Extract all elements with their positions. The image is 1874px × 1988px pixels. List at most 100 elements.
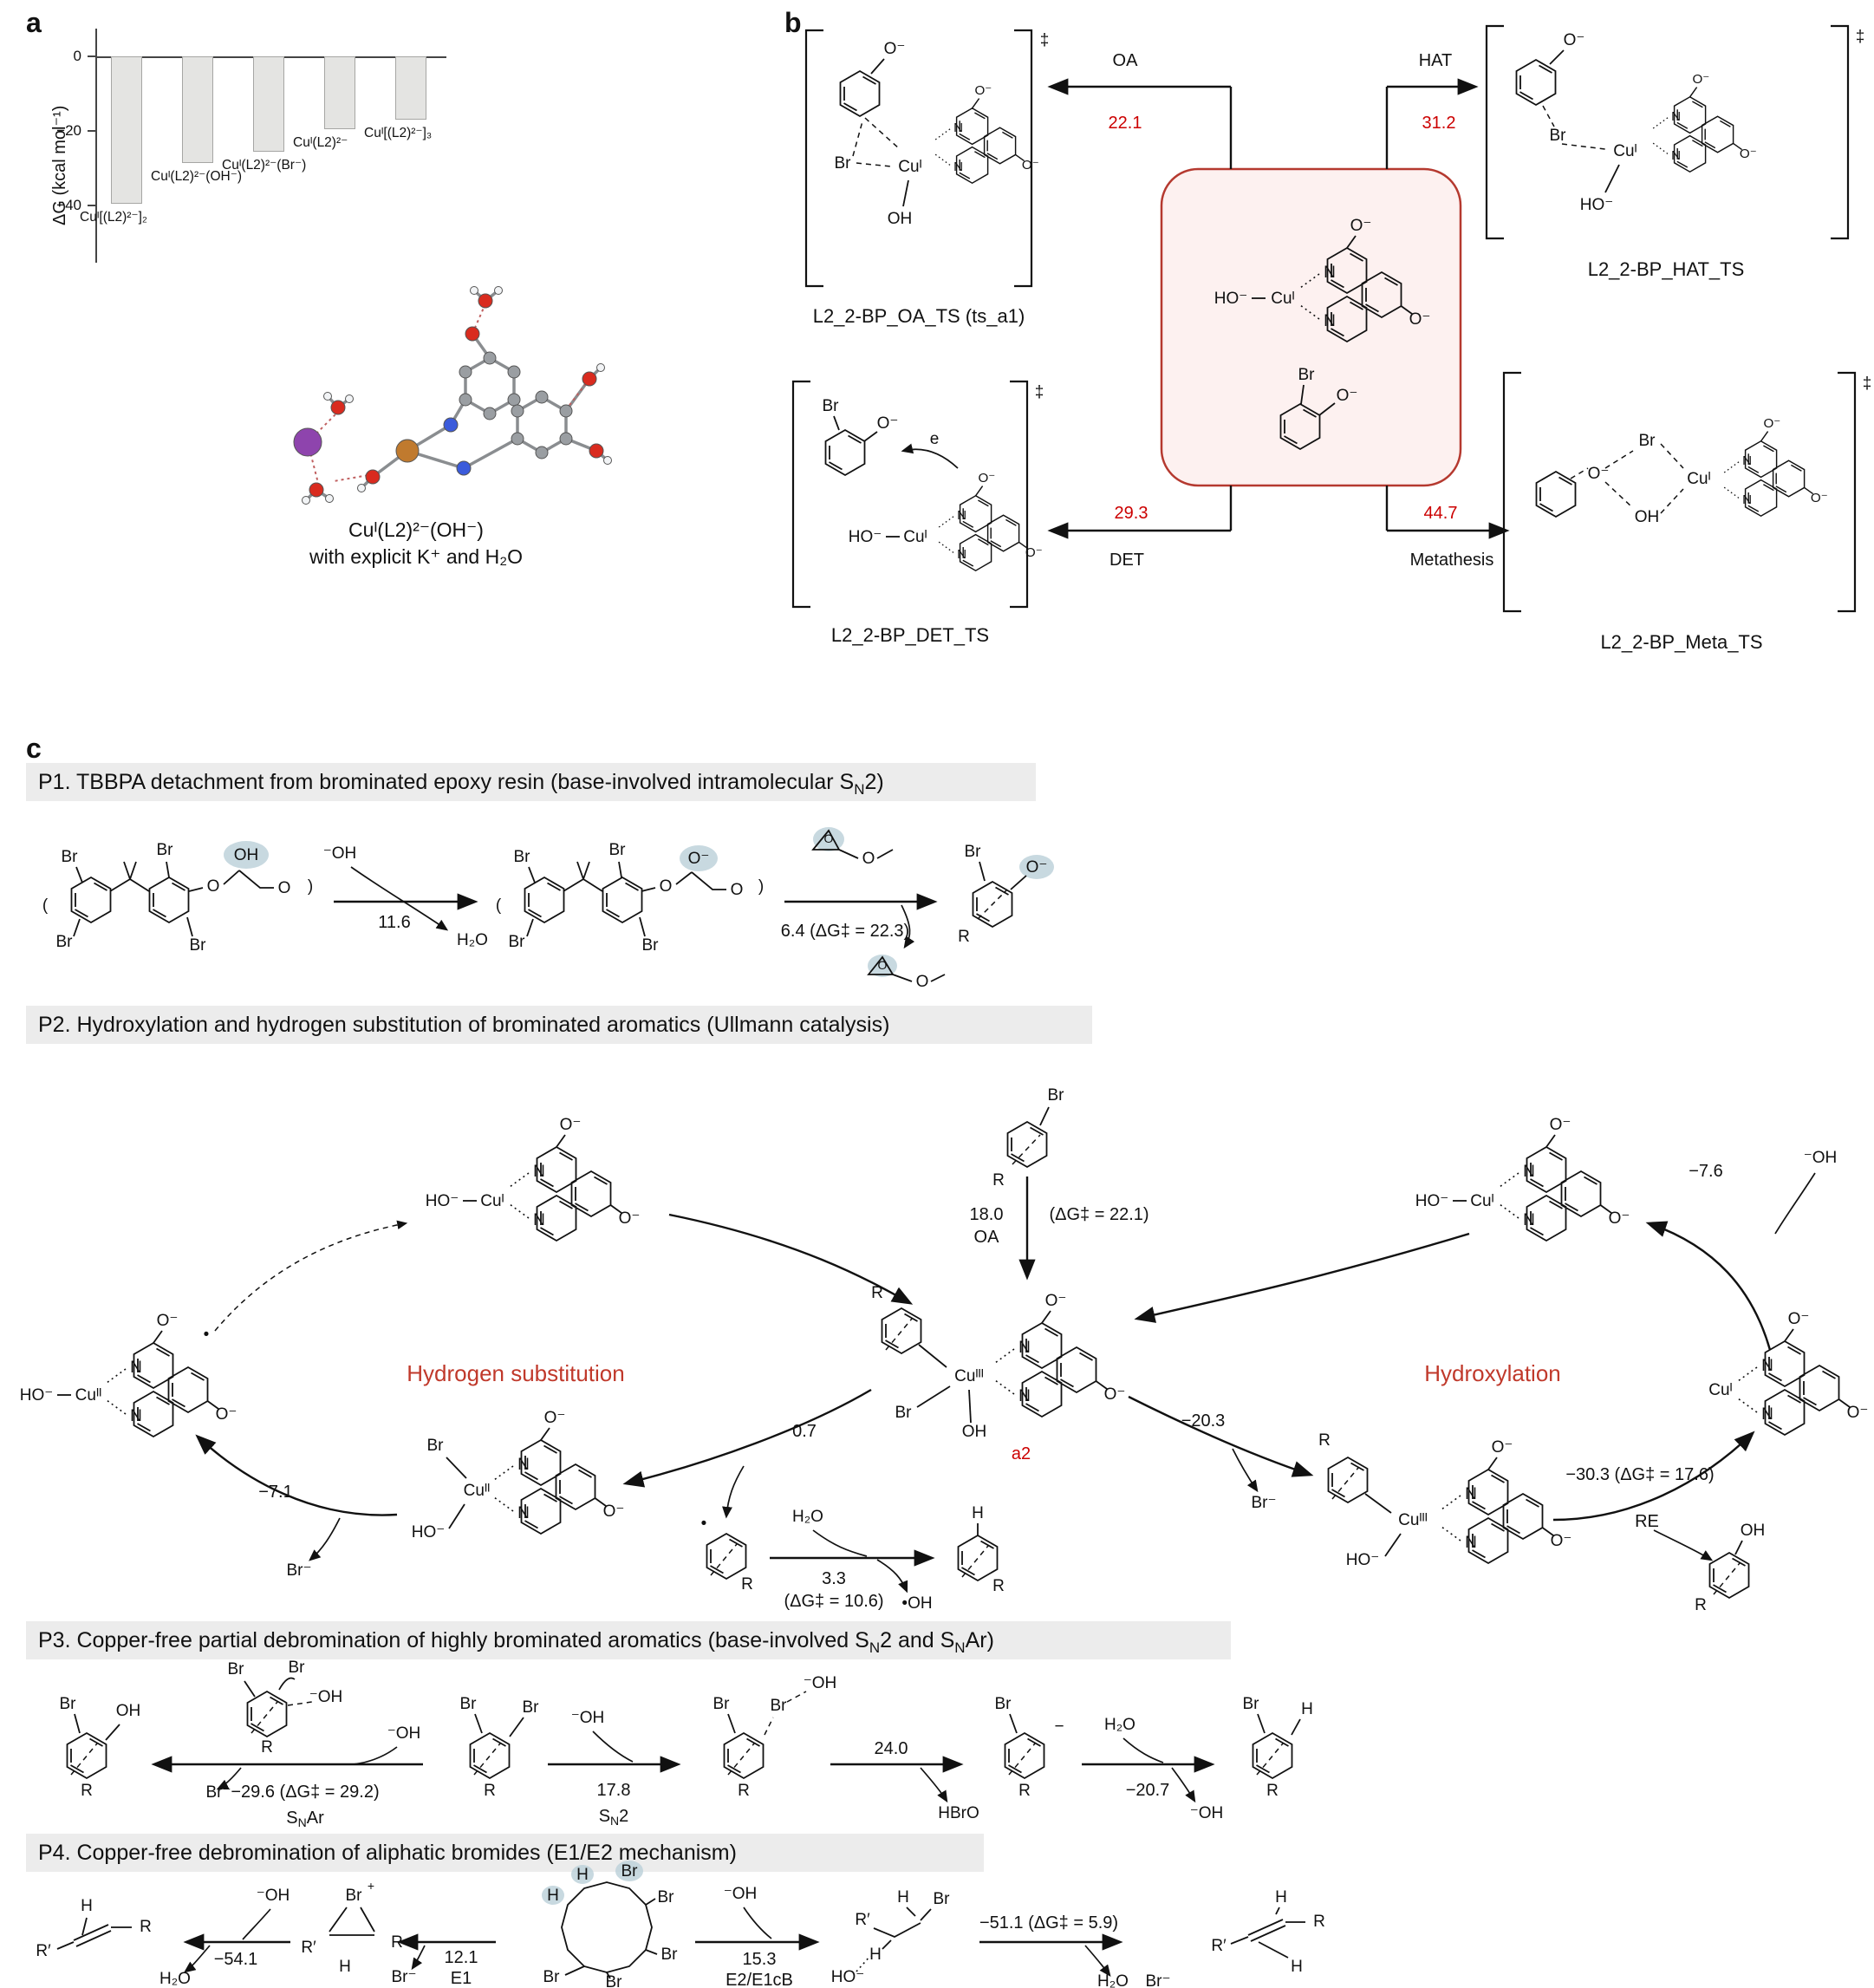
atom-h-highlight: H [576, 1866, 589, 1884]
p4-e2-intermediate: R′ H Br H HO⁻ [831, 1888, 950, 1986]
p3-dibromoarene: Br Br R [460, 1695, 540, 1800]
p2-right-complex: Cuᴵ [1708, 1310, 1868, 1435]
atom-cu: Cuᴵ [1470, 1192, 1493, 1210]
atom-o-minus: O⁻ [884, 40, 906, 58]
dagger: ‡ [1035, 383, 1044, 401]
p4-bromonium-cation: Br + R′ R H [301, 1879, 403, 1976]
atom-h: H [81, 1897, 93, 1915]
p3-product: Br H R [1243, 1695, 1313, 1800]
p1-header: P1. TBBPA detachment from brominated epo… [26, 763, 1036, 801]
radical-dot: • [701, 1515, 707, 1533]
p2-left-bottom-complex: Br Cuᴵᴵ HO⁻ [412, 1409, 625, 1542]
p3-header-text: P3. Copper-free partial debromination of… [38, 1628, 869, 1652]
atom-r: R [484, 1782, 496, 1800]
bar-label-0: Cuᴵ[(L2)²⁻]₂ [80, 209, 147, 225]
ts-hat-name: L2_2-BP_HAT_TS [1588, 258, 1745, 280]
oa-label: OA [1113, 51, 1139, 70]
atom-br: Br [228, 1660, 245, 1678]
hat-energy: 31.2 [1422, 114, 1456, 133]
p3-scheme: Br OH R Br⁻ −29.6 (ΔG‡ = 29.2) SNAr Br B… [60, 1659, 1313, 1829]
atom-cu: Cuᴵᴵ [464, 1482, 491, 1500]
atom-oh: OH [1635, 508, 1660, 526]
atom-h: H [1291, 1958, 1303, 1976]
y-tick-label: −20 [56, 122, 81, 139]
ts-oa: ‡ O⁻ Br Cuᴵ OH L2_2-BP_OA_TS (ts_a1) [804, 29, 1049, 327]
bromide-label: Br⁻ [1145, 1972, 1170, 1988]
atom-r: R [741, 1575, 753, 1594]
meta-energy: 44.7 [1424, 504, 1458, 523]
p3-energy-snar: −29.6 (ΔG‡ = 29.2) [231, 1783, 379, 1802]
hydroxyl-radical: •OH [901, 1594, 932, 1613]
p2-energy-33-dg: (ΔG‡ = 10.6) [784, 1592, 883, 1611]
atom-o-minus: O⁻ [1564, 31, 1585, 49]
atom-oh: OH [1741, 1522, 1766, 1540]
carbanion-charge: − [1054, 1718, 1064, 1736]
p1-step1-arrow: ⁻OH H₂O 11.6 [323, 844, 488, 949]
y-tick-label: 0 [73, 48, 81, 64]
p4-e1-step1-arrow: Br⁻ 12.1 E1 [391, 1933, 496, 1988]
atom-ho: HO⁻ [412, 1523, 446, 1542]
atom-o-minus: O⁻ [1588, 465, 1610, 483]
pathway-arrows: OA 22.1 HAT 31.2 29.3 DET 44.7 Metathesi… [1047, 51, 1510, 570]
bar-0 [111, 56, 142, 204]
atoms-3d [293, 286, 612, 505]
radical-release-swoosh [722, 1465, 745, 1519]
p4-alkene-product-left: H R′ R [36, 1897, 152, 1960]
p3-phenol-product: Br OH R [60, 1695, 141, 1800]
p3-snar-branch: Br⁻ −29.6 (ΔG‡ = 29.2) SNAr Br Br ⁻OH R … [151, 1659, 423, 1829]
polymer-paren: ) [758, 877, 764, 896]
molecule-3d-model [204, 247, 637, 516]
central-complex-box: HO⁻ Cuᴵ Br O⁻ [1160, 167, 1462, 487]
atom-br: Br [965, 843, 982, 861]
y-tick [88, 205, 95, 206]
arrow-bottomleft-to-leftmid [195, 1434, 398, 1516]
p3-step2-arrow: 24.0 HBrO [830, 1739, 979, 1822]
p1-alkoxide-polymer: ( Br Br Br Br O O⁻ O ) [496, 841, 764, 955]
atom-r: R [140, 1918, 152, 1936]
atom-r: R [1266, 1782, 1279, 1800]
bar-1 [182, 56, 213, 163]
bromide-label: Br⁻ [1251, 1494, 1276, 1512]
p2-right-top-complex: HO⁻ Cuᴵ [1415, 1116, 1630, 1241]
arrow-a2-to-bottomright [1128, 1395, 1314, 1477]
atom-br: Br [509, 933, 526, 951]
atom-oh-dashed: ⁻OH [804, 1674, 837, 1692]
p2-bromoarene: Br R 18.0 OA (ΔG‡ = 22.1) [970, 1086, 1149, 1281]
atom-oh: OH [116, 1702, 141, 1720]
atom-br: Br [835, 154, 852, 173]
atom-o-minus: O⁻ [1337, 387, 1358, 405]
det-energy: 29.3 [1115, 504, 1148, 523]
p4-e1-label: E1 [451, 1969, 472, 1988]
atom-r: R [738, 1782, 750, 1800]
atom-h: H [972, 1504, 984, 1522]
p4-energy-121: 12.1 [445, 1948, 478, 1967]
panel-b-label: b [784, 7, 802, 38]
hat-label: HAT [1419, 51, 1453, 70]
atom-r-prime: R′ [855, 1911, 870, 1929]
atom-oh: OH [888, 210, 913, 228]
p1-header-text2: 2) [864, 770, 884, 794]
oa-energy: 22.1 [1109, 114, 1142, 133]
p3-sn2-label: SN2 [599, 1807, 629, 1828]
atom-r: R [261, 1738, 273, 1757]
dagger: ‡ [1856, 28, 1865, 46]
atom-br: Br [934, 1890, 951, 1908]
p3-header-text3: Ar) [965, 1628, 994, 1652]
molecule-3d-svg [293, 286, 612, 505]
p4-e2-step2-arrow: −51.1 (ΔG‡ = 5.9) H₂O Br⁻ [979, 1913, 1171, 1988]
atom-h-highlight: H [547, 1887, 559, 1905]
caption-line-2: with explicit K⁺ and H₂O [309, 545, 524, 568]
p3-header-sub2: N [954, 1639, 966, 1656]
atom-br: Br [713, 1695, 731, 1713]
ts-hat: ‡ O⁻ Br Cuᴵ HO⁻ L2_2-BP_HAT_TS [1485, 24, 1865, 280]
p2-re-label: RE [1635, 1512, 1659, 1531]
atom-br: Br [56, 933, 74, 951]
br-release-swoosh [309, 1517, 341, 1561]
arrow-topright-to-a2 [1134, 1232, 1470, 1323]
atom-oh-attacking: ⁻OH [309, 1688, 343, 1706]
meta-label: Metathesis [1410, 551, 1494, 570]
arrow-a2-to-bottomleft [622, 1388, 872, 1488]
atom-r: R [81, 1782, 93, 1800]
reagent-h2o: H₂O [792, 1508, 823, 1526]
p4-e1-step2-arrow: −54.1 ⁻OH H₂O [159, 1887, 290, 1988]
